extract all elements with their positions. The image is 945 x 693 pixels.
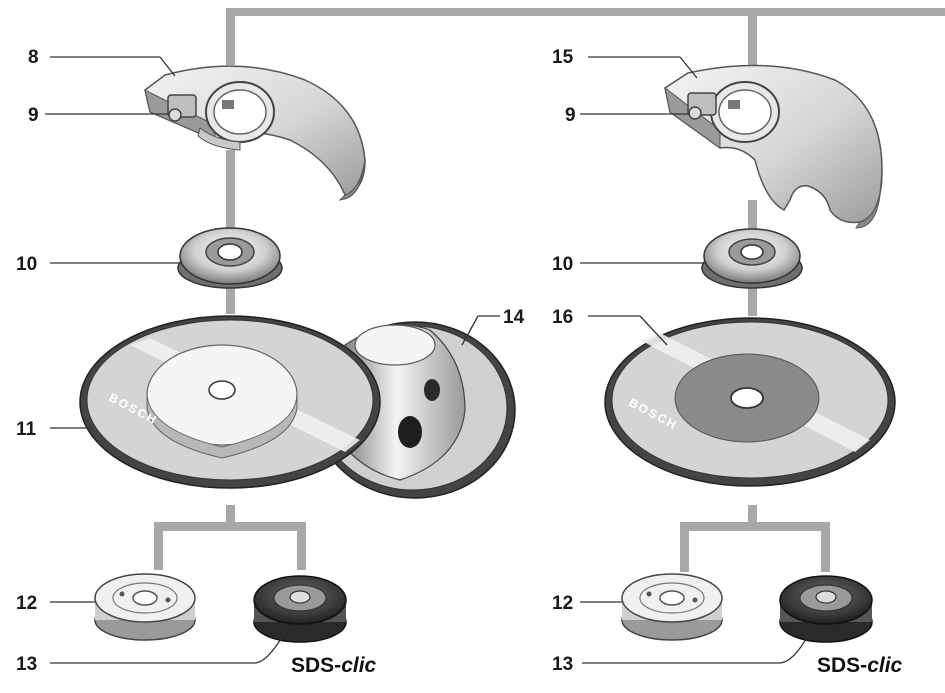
callout-13-right: 13 bbox=[552, 654, 573, 675]
callout-10-right: 10 bbox=[552, 254, 573, 275]
clamping-nut-left bbox=[94, 573, 196, 641]
right-stem-flange-disc bbox=[748, 288, 757, 316]
clamping-screw-icon bbox=[688, 106, 702, 120]
carbide-grinding-head bbox=[314, 321, 516, 499]
sds-prefix: SDS- bbox=[291, 654, 341, 677]
right-bracket-leg-a bbox=[680, 522, 689, 572]
right-vertical-top bbox=[748, 8, 757, 65]
left-bracket-horizontal bbox=[154, 522, 306, 531]
quick-clamping-nut-right bbox=[779, 575, 873, 643]
left-stem-bottom bbox=[226, 505, 235, 529]
callout-11: 11 bbox=[16, 419, 37, 440]
callout-9-right: 9 bbox=[565, 105, 576, 126]
left-bracket-leg-b bbox=[297, 522, 306, 570]
right-stem-guard-flange bbox=[748, 200, 757, 230]
callout-labels: 8 9 10 11 14 12 13 15 9 10 16 12 13 bbox=[16, 47, 576, 675]
left-stem-flange-disc bbox=[226, 288, 235, 314]
leader-lines bbox=[45, 56, 811, 664]
callout-12-left: 12 bbox=[16, 593, 37, 614]
right-bracket-horizontal bbox=[680, 522, 830, 531]
callout-14: 14 bbox=[503, 307, 525, 328]
callout-13-left: 13 bbox=[16, 654, 37, 675]
mounting-flange-right bbox=[701, 228, 803, 289]
svg-text:SDS-clic: SDS-clic bbox=[291, 654, 377, 677]
sds-clic-label-left: SDS-clic bbox=[291, 654, 377, 677]
cutting-disc: BOSCH bbox=[604, 317, 896, 487]
top-bar bbox=[226, 8, 945, 16]
mounting-flange-left bbox=[177, 227, 283, 289]
callout-16: 16 bbox=[552, 307, 573, 328]
quick-clamping-nut-left bbox=[253, 575, 347, 643]
sds-suffix: clic bbox=[867, 654, 902, 677]
callout-12-right: 12 bbox=[552, 593, 573, 614]
left-vertical-top bbox=[226, 8, 235, 65]
clamping-screw-icon bbox=[168, 108, 182, 122]
grinding-disc: BOSCH bbox=[79, 315, 381, 489]
right-stem-bottom bbox=[748, 505, 757, 529]
right-bracket-leg-b bbox=[821, 522, 830, 572]
svg-text:SDS-clic: SDS-clic bbox=[817, 654, 903, 677]
clamping-nut-right bbox=[621, 573, 723, 641]
protection-guard-cutting bbox=[664, 64, 883, 229]
sds-suffix: clic bbox=[341, 654, 376, 677]
left-bracket-leg-a bbox=[154, 522, 163, 570]
sds-clic-label-right: SDS-clic bbox=[817, 654, 903, 677]
callout-10-left: 10 bbox=[16, 254, 37, 275]
sds-prefix: SDS- bbox=[817, 654, 867, 677]
callout-8: 8 bbox=[28, 47, 39, 68]
callout-9-left: 9 bbox=[28, 105, 39, 126]
callout-15: 15 bbox=[552, 47, 574, 68]
protection-guard-grinding bbox=[144, 65, 366, 201]
left-stem-guard-flange bbox=[226, 150, 235, 230]
connector-bars bbox=[154, 8, 945, 572]
